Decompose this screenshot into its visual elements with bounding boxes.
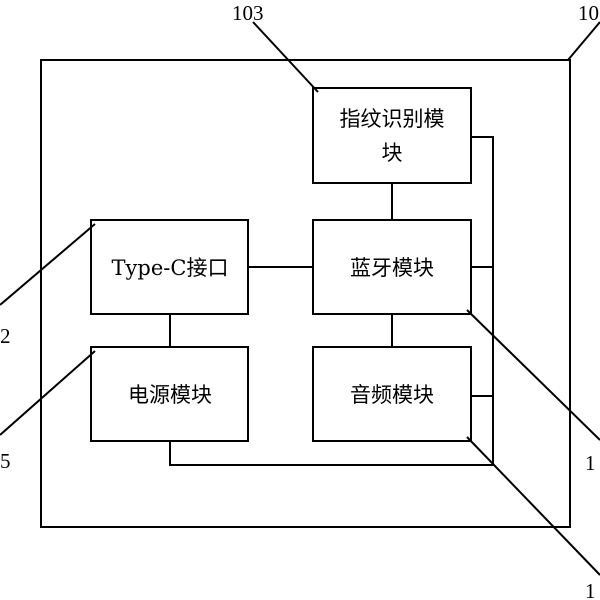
bluetooth-module-label: 蓝牙模块 bbox=[350, 256, 434, 280]
device-enclosure bbox=[40, 59, 571, 528]
leader-typec bbox=[0, 223, 96, 306]
ref-numeral-typec: 2 bbox=[0, 324, 11, 348]
fingerprint-module-label-line1: 指纹识别模 bbox=[340, 107, 445, 131]
leader-power bbox=[0, 350, 96, 436]
fingerprint-module-box bbox=[312, 87, 472, 184]
leader-audio bbox=[466, 436, 600, 576]
ref-numeral-power: 5 bbox=[0, 449, 11, 473]
typec-port-label: Type-C接口 bbox=[112, 256, 229, 280]
leader-lines bbox=[0, 21, 600, 576]
bluetooth-module-box bbox=[312, 219, 472, 315]
power-module-box bbox=[90, 346, 249, 442]
leader-bluetooth bbox=[466, 309, 600, 441]
ref-numeral-device: 10 bbox=[578, 1, 599, 25]
ref-numeral-bluetooth: 1 bbox=[585, 451, 596, 475]
leader-device bbox=[567, 21, 600, 61]
audio-module-label: 音频模块 bbox=[350, 383, 434, 407]
fingerprint-module-label-line2: 块 bbox=[382, 141, 403, 165]
power-module-label: 电源模块 bbox=[128, 383, 212, 407]
ref-numeral-fingerprint: 103 bbox=[232, 1, 264, 25]
typec-port-box bbox=[90, 219, 249, 315]
ref-numeral-audio: 1 bbox=[585, 579, 596, 600]
audio-module-box bbox=[312, 346, 472, 442]
leader-fingerprint bbox=[252, 21, 319, 93]
